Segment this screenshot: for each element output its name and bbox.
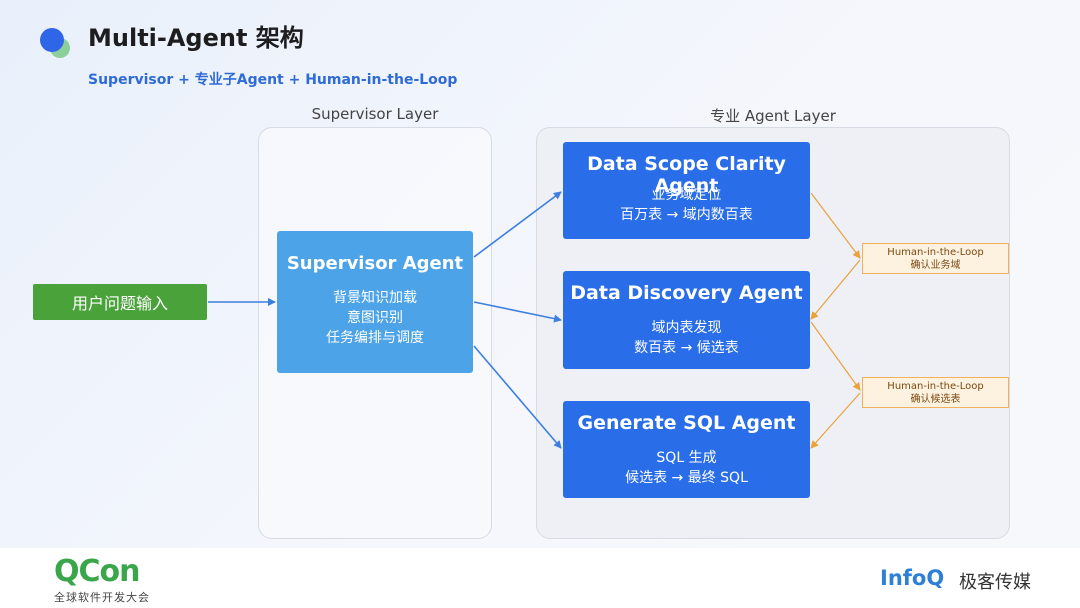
footer-bar [0, 548, 1080, 608]
human-in-the-loop-tables-node: Human-in-the-Loop 确认候选表 [862, 377, 1009, 408]
human-in-the-loop-domain-node: Human-in-the-Loop 确认业务域 [862, 243, 1009, 274]
supervisor-line: 任务编排与调度 [326, 330, 424, 346]
qcon-tagline: 全球软件开发大会 [54, 591, 150, 604]
infoq-brand-name: 极客传媒 [959, 572, 1031, 593]
overlapping-circles-icon [40, 28, 70, 58]
hitl-subtitle: 确认候选表 [910, 394, 961, 405]
hitl-title: Human-in-the-Loop [887, 247, 984, 258]
data-scope-clarity-agent-node: Data Scope Clarity Agent 业务域定位 百万表 → 域内数… [563, 142, 810, 239]
supervisor-layer-title: Supervisor Layer [311, 105, 439, 123]
supervisor-agent-title: Supervisor Agent [286, 253, 464, 274]
scope-agent-line: 百万表 → 域内数百表 [620, 207, 753, 223]
generate-sql-agent-node: Generate SQL Agent SQL 生成 候选表 → 最终 SQL [563, 401, 810, 498]
data-scope-clarity-agent-title: Data Scope Clarity Agent [587, 153, 786, 197]
data-discovery-agent-title: Data Discovery Agent [570, 282, 803, 304]
supervisor-line: 意图识别 [347, 310, 403, 326]
page-title: Multi-Agent 架构 [88, 24, 304, 52]
user-input-node: 用户问题输入 [33, 284, 207, 320]
qcon-logo: QCon [54, 554, 140, 589]
supervisor-agent-node: Supervisor Agent 背景知识加载 意图识别 任务编排与调度 [277, 231, 473, 373]
hitl-subtitle: 确认业务域 [910, 260, 961, 271]
generate-sql-agent-title: Generate SQL Agent [577, 412, 796, 434]
data-discovery-agent-node: Data Discovery Agent 域内表发现 数百表 → 候选表 [563, 271, 810, 369]
page-subtitle: Supervisor + 专业子Agent + Human-in-the-Loo… [88, 72, 458, 88]
scope-agent-line: 业务域定位 [651, 187, 722, 203]
sql-agent-line: SQL 生成 [656, 450, 717, 466]
supervisor-line: 背景知识加载 [333, 290, 417, 306]
infoq-logo: InfoQ [880, 566, 945, 590]
sql-agent-line: 候选表 → 最终 SQL [625, 470, 748, 486]
hitl-title: Human-in-the-Loop [887, 381, 984, 392]
specialist-layer-title: 专业 Agent Layer [710, 107, 836, 125]
discovery-agent-line: 数百表 → 候选表 [634, 340, 739, 356]
discovery-agent-line: 域内表发现 [651, 320, 722, 336]
